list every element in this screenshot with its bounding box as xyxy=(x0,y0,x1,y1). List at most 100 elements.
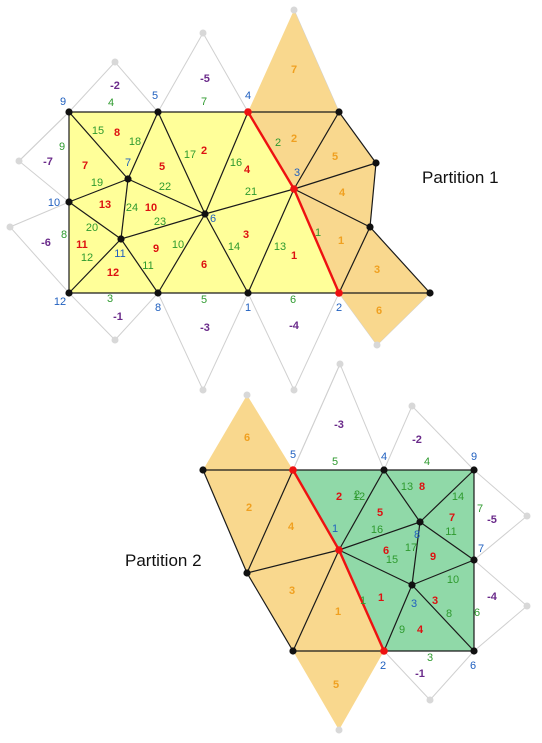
ghost-label-p1: -5 xyxy=(200,73,210,85)
ghost-node-p2 xyxy=(335,726,343,734)
edge-label-p1: 7 xyxy=(201,96,207,108)
vertex-label-p2: 7 xyxy=(478,543,484,555)
edge-label-p1: 2 xyxy=(275,137,281,149)
vertex-label-p2: 6 xyxy=(470,660,476,672)
ghost-triangle-label-p1: 7 xyxy=(291,64,297,76)
mesh-edge-p1 xyxy=(68,111,129,180)
vertex-label-p1: 2 xyxy=(336,302,342,314)
mesh-node-p1 xyxy=(154,108,162,116)
ghost-triangle-p1 xyxy=(294,112,376,189)
triangle-label-p1: 12 xyxy=(107,267,119,279)
ghost-node-p2 xyxy=(523,512,531,520)
vertex-label-p2: 9 xyxy=(471,451,477,463)
ghost-label-p1: -6 xyxy=(41,237,51,249)
mesh-edge-p1 xyxy=(293,188,371,228)
interface-node-p1 xyxy=(290,185,298,193)
mesh-edge-p1 xyxy=(68,238,122,294)
mesh-edge-p1 xyxy=(338,111,377,164)
mesh-edge-p2 xyxy=(411,584,475,652)
edge-label-p1: 15 xyxy=(92,125,104,137)
ghost-outline-p2 xyxy=(292,362,385,471)
mesh-edge-p1 xyxy=(293,111,340,190)
vertex-label-p1: 10 xyxy=(48,197,60,209)
vertex-label-p1: 9 xyxy=(60,96,66,108)
ghost-node-p1 xyxy=(111,58,119,66)
ghost-triangle-label-p1: 6 xyxy=(376,305,382,317)
interface-edge-p1 xyxy=(246,111,296,190)
ghost-outline-p2 xyxy=(292,363,341,471)
ghost-triangle-p2 xyxy=(203,470,293,573)
mesh-edge-p1 xyxy=(204,111,249,215)
mesh-node-p2 xyxy=(289,647,297,655)
edge-label-p1: 18 xyxy=(129,136,141,148)
edge-label-p2: 4 xyxy=(424,456,430,468)
ghost-node-p1 xyxy=(199,386,207,394)
ghost-outline-p2 xyxy=(473,558,528,653)
ghost-triangle-label-p1: 4 xyxy=(339,187,346,199)
edge-label-p1: 13 xyxy=(274,241,286,253)
edge-label-p2: 6 xyxy=(474,607,480,619)
vertex-label-p1: 5 xyxy=(152,90,158,102)
mesh-node-p1 xyxy=(335,108,343,116)
interface-node-p2 xyxy=(335,546,343,554)
edge-label-p2: 1 xyxy=(360,595,366,607)
edge-label-p1: 17 xyxy=(184,149,196,161)
edge-label-p2: 8 xyxy=(446,608,452,620)
mesh-edge-p1 xyxy=(127,111,159,180)
mesh-edge-p2 xyxy=(246,572,294,652)
ghost-outline-p1 xyxy=(157,292,249,392)
vertex-label-p2: 3 xyxy=(411,598,417,610)
mesh-node-p1 xyxy=(65,198,73,206)
ghost-label-p2: -3 xyxy=(334,419,344,431)
edge-label-p1: 5 xyxy=(201,294,207,306)
vertex-label-p2: 2 xyxy=(380,660,386,672)
triangle-label-p2: 6 xyxy=(383,545,389,557)
triangle-label-p2: 3 xyxy=(432,595,438,607)
edge-label-p2: 17 xyxy=(405,542,417,554)
ghost-node-p2 xyxy=(243,391,251,399)
edge-label-p1: 23 xyxy=(154,216,166,228)
mesh-node-p1 xyxy=(426,289,434,297)
vertex-label-p2: 4 xyxy=(381,451,387,463)
edge-label-p1: 24 xyxy=(126,202,138,214)
mesh-edge-p1 xyxy=(204,213,249,294)
ghost-triangle-p1 xyxy=(339,293,430,345)
mesh-edge-p2 xyxy=(411,521,421,586)
edge-label-p1: 1 xyxy=(315,227,321,239)
edge-label-p1: 10 xyxy=(172,239,184,251)
mesh-node-p1 xyxy=(244,289,252,297)
interface-edge-p2 xyxy=(337,549,386,652)
triangle-label-p1: 13 xyxy=(99,199,111,211)
mesh-node-p2 xyxy=(470,556,478,564)
edge-label-p1: 8 xyxy=(61,229,67,241)
edge-label-p1: 12 xyxy=(81,252,93,264)
edge-label-p2: 11 xyxy=(445,526,456,538)
ghost-triangle-label-p1: 3 xyxy=(374,264,380,276)
vertex-label-p1: 7 xyxy=(125,157,131,169)
mesh-edge-p1 xyxy=(338,226,371,294)
partition-1-title: Partition 1 xyxy=(422,168,499,187)
vertex-label-p1: 6 xyxy=(210,213,216,225)
interface-edge-p2 xyxy=(291,469,341,551)
mesh-node-p2 xyxy=(199,466,207,474)
edge-label-p2: 15 xyxy=(386,554,398,566)
ghost-node-p1 xyxy=(199,29,207,37)
triangle-label-p2: 1 xyxy=(378,592,384,604)
ghost-outline-p1 xyxy=(247,292,340,392)
edge-label-p1: 16 xyxy=(230,157,242,169)
mesh-node-p1 xyxy=(117,235,125,243)
triangle-label-p1: 4 xyxy=(244,164,251,176)
ghost-label-p2: -2 xyxy=(412,434,422,446)
edge-label-p1: 21 xyxy=(245,186,257,198)
ghost-triangle-p2 xyxy=(203,395,293,470)
edge-label-p1: 3 xyxy=(107,293,113,305)
mesh-node-p1 xyxy=(366,223,374,231)
mesh-edge-p2 xyxy=(338,469,385,551)
mesh-node-p2 xyxy=(416,518,424,526)
ghost-node-p1 xyxy=(111,336,119,344)
mesh-edge-p2 xyxy=(246,469,294,574)
mesh-edge-p2 xyxy=(292,549,340,652)
edge-label-p2: 12 xyxy=(353,491,365,503)
ghost-node-p2 xyxy=(408,402,416,410)
edge-label-p2: 10 xyxy=(447,574,459,586)
